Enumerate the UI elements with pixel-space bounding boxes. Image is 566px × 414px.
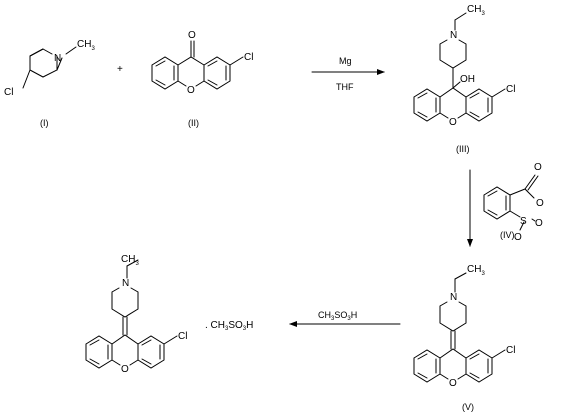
reagent-mg: Mg (339, 56, 352, 66)
compound-IV: O O S O O (IV) (483, 162, 544, 243)
compound-III-methyl: CH3 (467, 4, 485, 17)
compound-IV-sulfur: S (520, 216, 527, 227)
product-chlorine: Cl (178, 331, 187, 342)
compound-III-nitrogen: N (450, 30, 457, 41)
compound-II-ring-oxygen: O (187, 85, 195, 96)
compound-IV-label: (IV) (500, 230, 515, 240)
reagent-methanesulfonic-acid: CH3SO3H (318, 310, 357, 322)
compound-I-methyl: CH3 (77, 39, 95, 52)
compound-II: O O Cl (II) (151, 30, 253, 128)
plus-sign: + (117, 64, 123, 75)
compound-I-label: (I) (40, 118, 49, 128)
compound-III-label: (III) (456, 144, 470, 154)
compound-V-nitrogen: N (450, 292, 457, 303)
compound-V: N CH3 O Cl (V) (413, 264, 515, 412)
product-methyl: CH3 (121, 254, 139, 267)
product-nitrogen: N (122, 278, 129, 289)
compound-II-chlorine: Cl (244, 52, 253, 63)
product-ring-oxygen: O (121, 364, 129, 375)
compound-III-chlorine: Cl (506, 84, 515, 95)
reagent-thf: THF (336, 82, 354, 92)
product-salt-label: . CH3SO3H (205, 320, 253, 332)
compound-V-ring-oxygen: O (449, 378, 457, 389)
compound-II-label: (II) (188, 118, 199, 128)
compound-V-label: (V) (462, 402, 474, 412)
compound-IV-sulfonyl-oxygen-2: O (514, 232, 522, 243)
compound-I: N CH3 Cl (I) (4, 39, 95, 128)
product: N CH3 O Cl . CH3SO3H (85, 254, 253, 375)
compound-V-chlorine: Cl (506, 345, 515, 356)
compound-I-chlorine: Cl (4, 87, 13, 98)
arrow-step-1: Mg THF (311, 56, 385, 92)
compound-V-methyl: CH3 (467, 264, 485, 277)
compound-II-keto-oxygen: O (188, 30, 196, 41)
compound-III-ring-oxygen: O (449, 117, 457, 128)
compound-IV-sulfonyl-oxygen-1: O (535, 218, 543, 229)
compound-III: N CH3 OH O Cl (III) (413, 4, 515, 154)
compound-IV-ring-oxygen: O (536, 198, 544, 209)
arrow-step-3: CH3SO3H (289, 310, 401, 327)
compound-IV-keto-oxygen: O (534, 162, 542, 173)
compound-III-hydroxyl: OH (460, 74, 475, 85)
compound-I-nitrogen: N (54, 53, 61, 64)
